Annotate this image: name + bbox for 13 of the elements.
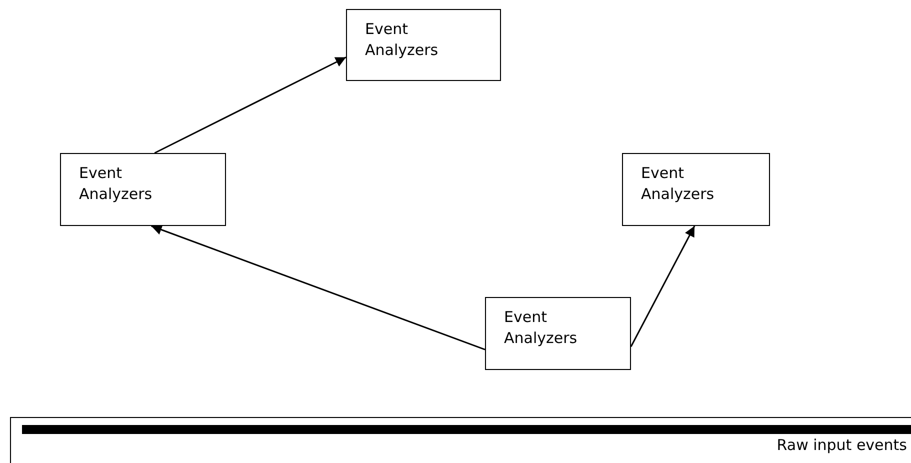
process-box bbox=[485, 297, 631, 370]
arrow bbox=[630, 226, 696, 347]
box-label: Event Analyzers bbox=[79, 163, 154, 205]
process-box bbox=[622, 153, 770, 226]
box-label: Event Analyzers bbox=[365, 19, 440, 61]
arrow bbox=[151, 224, 486, 350]
box-label: Event Analyzers bbox=[504, 307, 578, 349]
panel-label: Raw input events bbox=[776, 435, 907, 455]
process-box bbox=[346, 9, 501, 81]
box-label: Event Analyzers bbox=[641, 163, 716, 205]
input-panel bbox=[10, 417, 911, 463]
arrow bbox=[154, 56, 346, 154]
process-box bbox=[60, 153, 226, 226]
